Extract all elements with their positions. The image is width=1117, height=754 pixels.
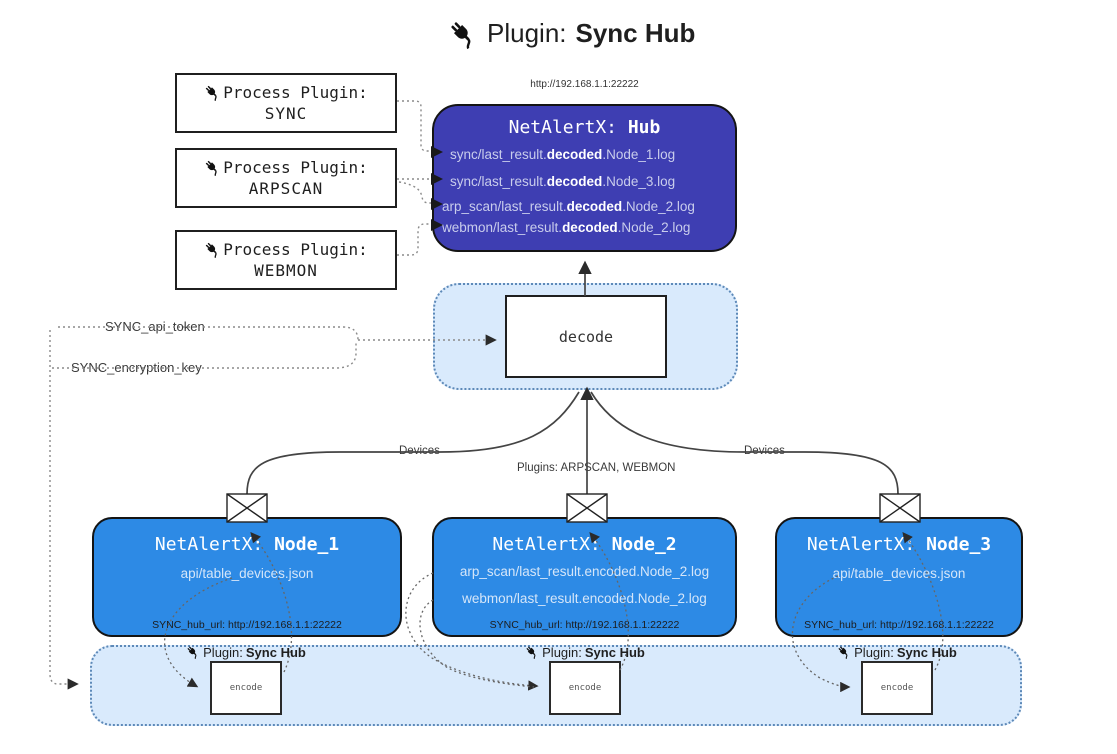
- node-hub-url: SYNC_hub_url: http://192.168.1.1:22222: [804, 619, 994, 631]
- page-title: Plugin: Sync Hub: [448, 18, 695, 49]
- plug-icon: [525, 645, 539, 659]
- encoder-plugin-bold: Sync Hub: [896, 644, 957, 660]
- encoder-plugin-prefix: Plugin:: [854, 644, 894, 660]
- plugins-edge-label: Plugins: ARPSCAN, WEBMON: [512, 462, 681, 474]
- process-plugin-arpscan: Process Plugin: ARPSCAN: [175, 148, 397, 208]
- page-title-prefix: Plugin:: [487, 18, 567, 48]
- node-file-line: api/table_devices.json: [832, 566, 966, 581]
- hub-log-line: sync/last_result.decoded.Node_1.log: [450, 147, 676, 162]
- node-title: NetAlertX: Node_3: [806, 534, 992, 555]
- process-plugin-webmon: Process Plugin: WEBMON: [175, 230, 397, 290]
- node-1-box: NetAlertX: Node_1 api/table_devices.json…: [92, 517, 402, 637]
- encoder-plugin-prefix: Plugin:: [203, 644, 243, 660]
- devices-label-right: Devices: [739, 445, 790, 457]
- process-plugin-label: Process Plugin:: [223, 240, 368, 259]
- hub-title: NetAlertX: Hub: [434, 117, 735, 138]
- encoder-1: Plugin: Sync Hub encode: [161, 644, 331, 715]
- node-file-line: api/table_devices.json: [180, 566, 314, 581]
- plug-icon: [448, 19, 478, 49]
- encode-box: encode: [549, 661, 621, 715]
- plug-icon: [837, 645, 851, 659]
- encoder-plugin-bold: Sync Hub: [584, 644, 645, 660]
- node3-devices-line: [590, 391, 899, 495]
- devices-label-left: Devices: [394, 445, 445, 457]
- encode-box: encode: [210, 661, 282, 715]
- sync-api-token-label: SYNC_api_token: [100, 319, 210, 334]
- plug-icon: [204, 159, 221, 176]
- encode-box: encode: [861, 661, 933, 715]
- process-plugin-label: Process Plugin:: [223, 158, 368, 177]
- node-hub-url: SYNC_hub_url: http://192.168.1.1:22222: [152, 619, 342, 631]
- encoder-plugin-prefix: Plugin:: [542, 644, 582, 660]
- process-plugin-name: WEBMON: [254, 261, 318, 280]
- node-title: NetAlertX: Node_2: [492, 534, 677, 555]
- process-plugin-label: Process Plugin:: [223, 83, 368, 102]
- node-file-line: arp_scan/last_result.encoded.Node_2.log: [459, 564, 710, 579]
- hub-box: NetAlertX: Hub sync/last_result.decoded.…: [432, 104, 737, 252]
- node-file-line: webmon/last_result.encoded.Node_2.log: [462, 591, 707, 606]
- process-plugin-name: SYNC: [264, 104, 308, 123]
- hub-url: http://192.168.1.1:22222: [530, 79, 639, 90]
- plug-icon: [186, 645, 200, 659]
- node-title: NetAlertX: Node_1: [154, 534, 340, 555]
- hub-log-line: sync/last_result.decoded.Node_3.log: [450, 174, 676, 189]
- plug-icon: [204, 241, 221, 258]
- node1-devices-line: [246, 391, 580, 495]
- hub-title-bold: Hub: [627, 117, 661, 138]
- decode-box: decode: [505, 295, 667, 378]
- hub-log-line: arp_scan/last_result.decoded.Node_2.log: [442, 199, 695, 214]
- node-2-box: NetAlertX: Node_2 arp_scan/last_result.e…: [432, 517, 737, 637]
- encoder-2: Plugin: Sync Hub encode: [500, 644, 670, 715]
- encoder-3: Plugin: Sync Hub encode: [812, 644, 982, 715]
- page-title-bold: Sync Hub: [575, 18, 696, 48]
- plugin-to-hub-connectors: [397, 100, 431, 256]
- hub-log-line: webmon/last_result.decoded.Node_2.log: [442, 220, 691, 235]
- node-3-box: NetAlertX: Node_3 api/table_devices.json…: [775, 517, 1023, 637]
- hub-title-prefix: NetAlertX:: [508, 117, 628, 138]
- process-plugin-name: ARPSCAN: [248, 179, 324, 198]
- node-hub-url: SYNC_hub_url: http://192.168.1.1:22222: [489, 619, 680, 631]
- process-plugin-sync: Process Plugin: SYNC: [175, 73, 397, 133]
- sync-encryption-key-label: SYNC_encryption_key: [66, 360, 207, 375]
- encoder-plugin-bold: Sync Hub: [245, 644, 306, 660]
- plug-icon: [204, 84, 221, 101]
